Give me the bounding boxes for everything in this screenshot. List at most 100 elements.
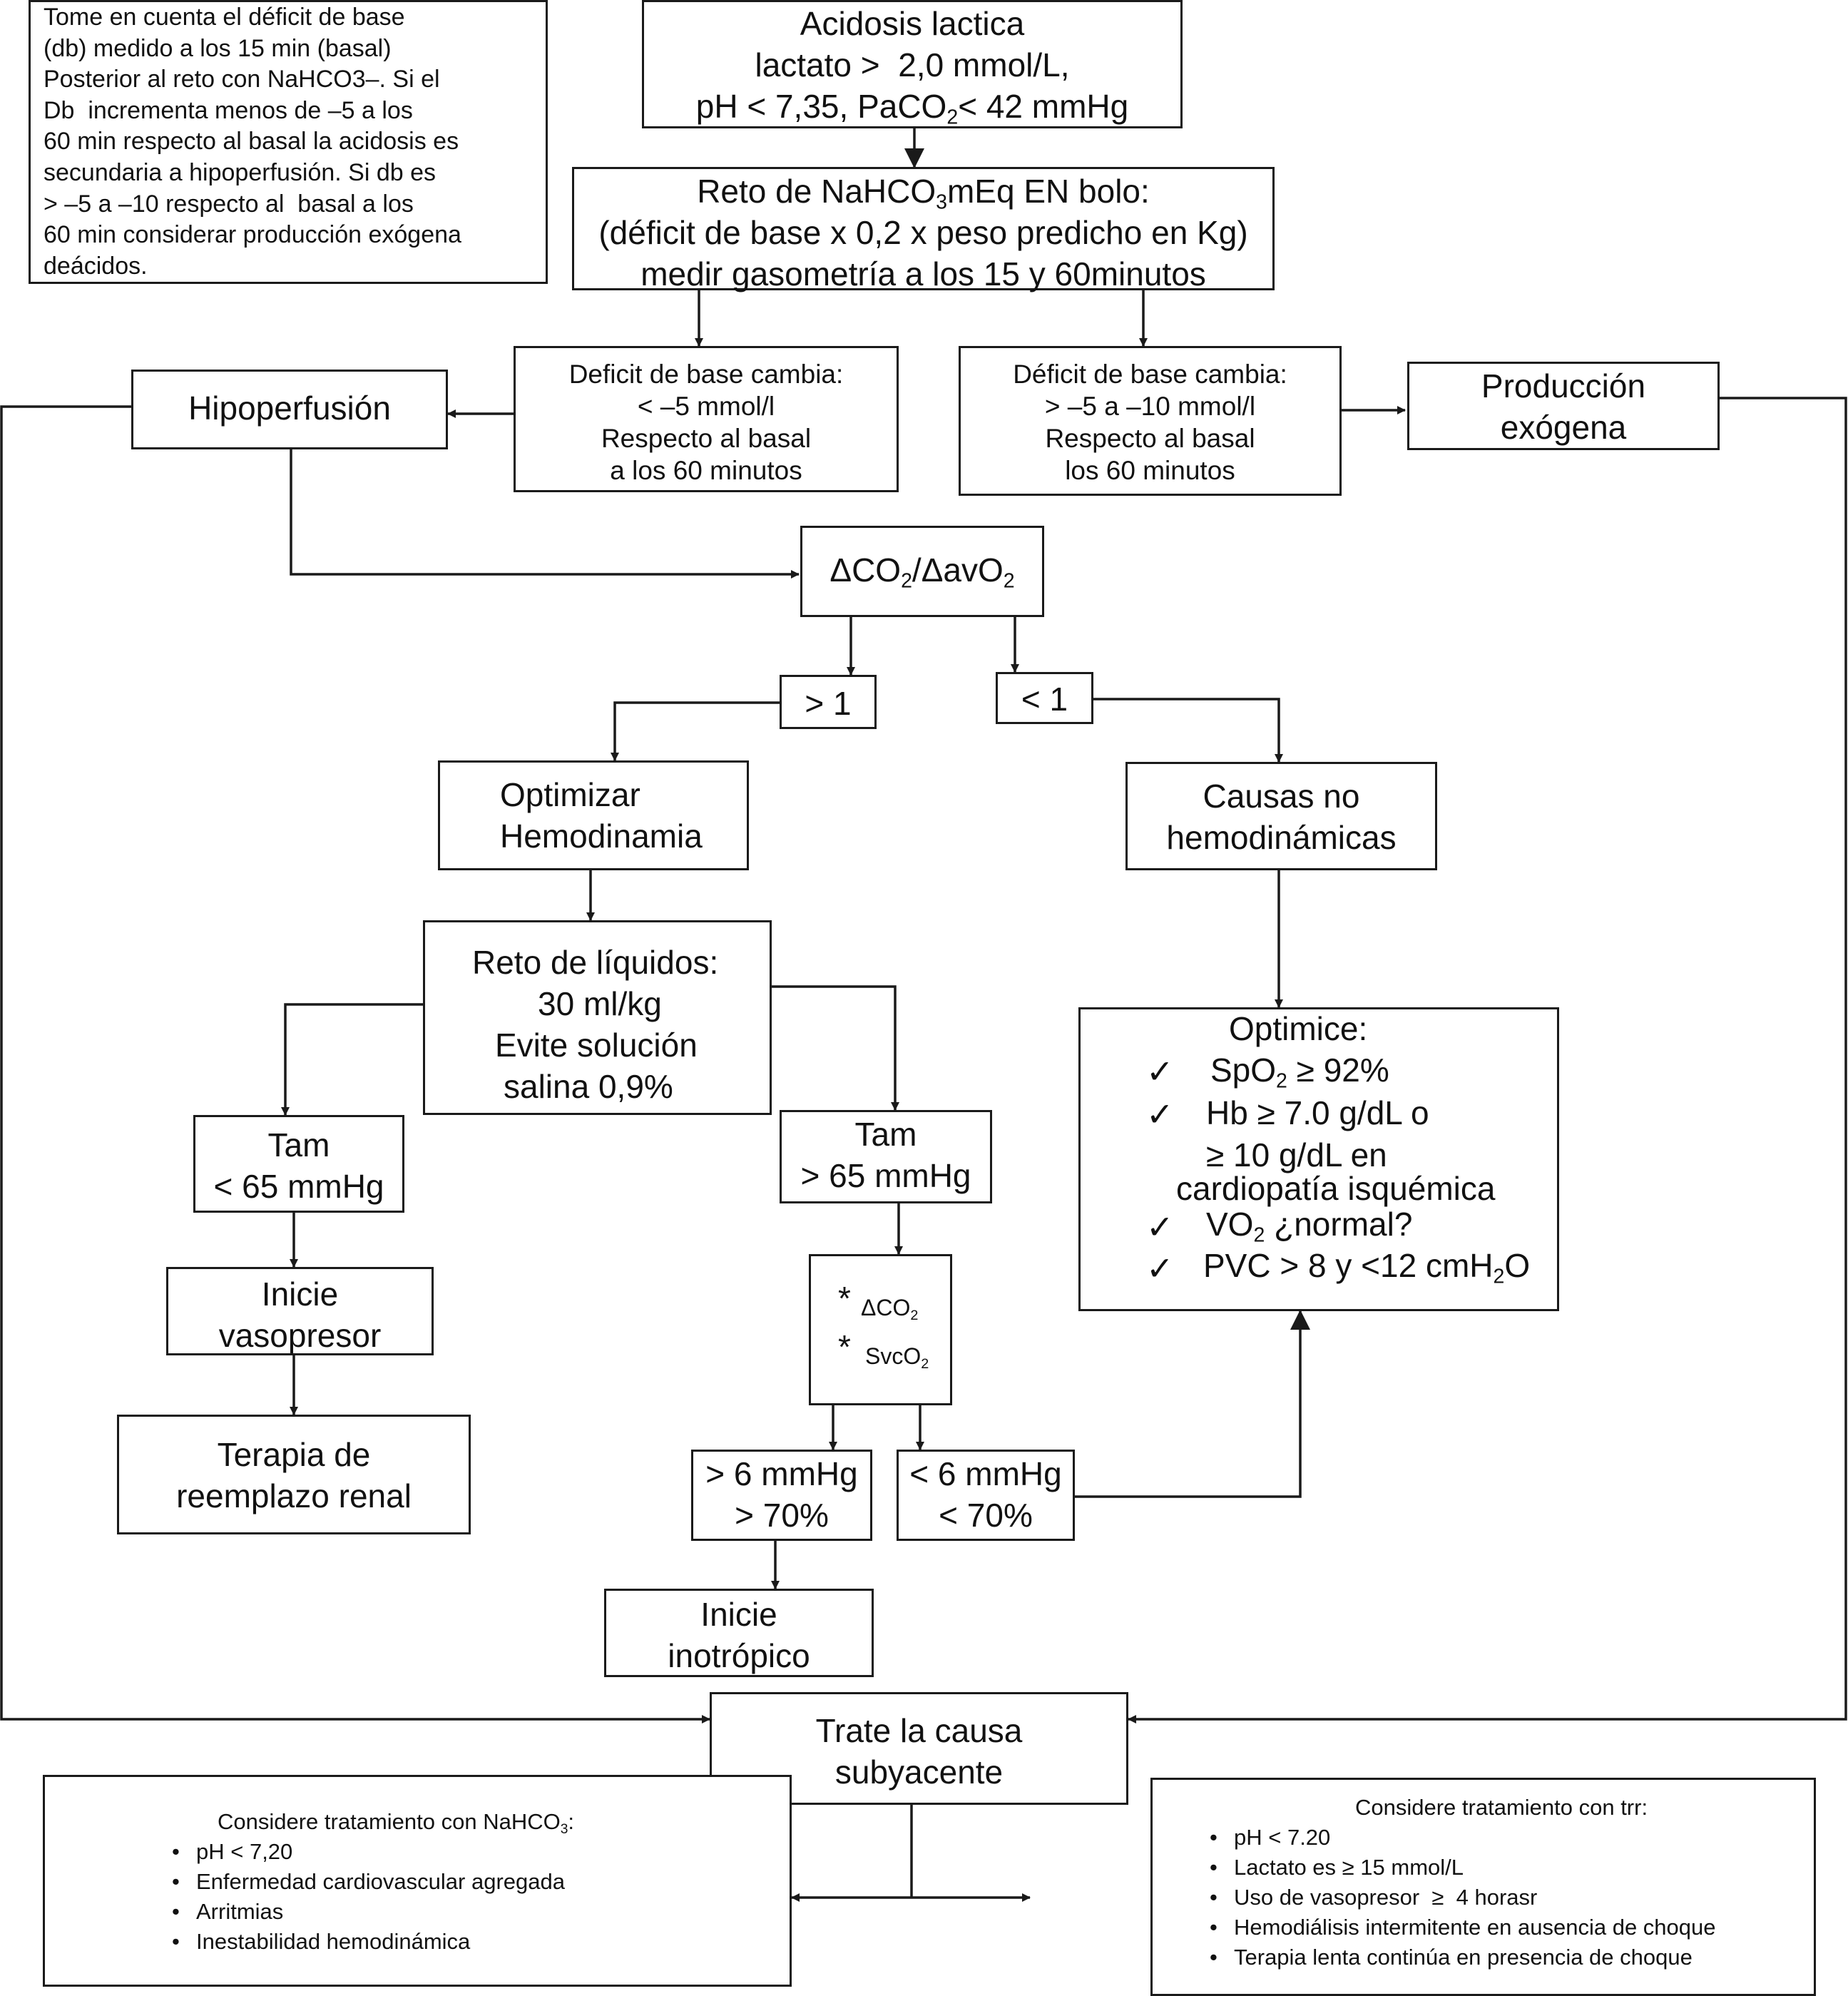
deficit-left-line: Deficit de base cambia: [568, 360, 844, 389]
liquidos-line: salina 0,9% [504, 1068, 673, 1105]
list-item: Lactato es ≥ 15 mmol/L [1210, 1853, 1814, 1883]
terapia-line2: reemplazo renal [176, 1477, 412, 1514]
list-item: Uso de vasopresor ≥ 4 horasr [1210, 1883, 1814, 1913]
tam-high-line2: > 65 mmHg [800, 1157, 971, 1194]
note-line: secundaria a hipoperfusión. Si db es [44, 158, 437, 186]
tam-high-line1: Tam [854, 1116, 917, 1153]
lt6-box: < 6 mmHg < 70% [897, 1450, 1075, 1541]
delta-ratio-label: ΔCO2/ΔavO2 [829, 551, 1015, 593]
nahco3-treatment-box: Considere tratamiento con NaHCO3: pH < 7… [43, 1775, 792, 1987]
acidosis-lactica-box: Acidosis lactica lactato > 2,0 mmol/L, p… [642, 0, 1183, 128]
causas-no-hemodinamicas-box: Causas no hemodinámicas [1125, 762, 1437, 870]
vasopresor-line1: Inicie [261, 1275, 339, 1313]
asterisk-icon: * [838, 1328, 851, 1365]
inotropico-box: Inicie inotrópico [604, 1589, 874, 1677]
hipoperfusion-label: Hipoperfusión [188, 389, 391, 427]
note-line: (db) medido a los 15 min (basal) [44, 34, 392, 62]
arrow-liquidos-to-tam-high [772, 985, 899, 1111]
optimice-box: Optimice: ✓ SpO2 ≥ 92% ✓ Hb ≥ 7.0 g/dL o… [1078, 1007, 1559, 1311]
vasopresor-box: Inicie vasopresor [166, 1267, 434, 1355]
list-item: Hemodiálisis intermitente en ausencia de… [1210, 1913, 1814, 1942]
gt1-box: > 1 [780, 675, 877, 729]
hipoperfusion-box: Hipoperfusión [131, 370, 448, 449]
reto-liquidos-box: Reto de líquidos: 30 ml/kg Evite solució… [423, 920, 772, 1115]
deficit-left-box: Deficit de base cambia: < –5 mmol/l Resp… [514, 346, 899, 492]
tam-low-line2: < 65 mmHg [213, 1168, 384, 1205]
liquidos-line: Evite solución [495, 1027, 698, 1064]
asterisk-icon: * [838, 1280, 851, 1317]
check-icon: ✓ [1146, 1096, 1174, 1133]
check-icon: ✓ [1146, 1208, 1174, 1246]
optimice-hb-line2: ≥ 10 g/dL en [1206, 1136, 1387, 1173]
tam-low-box: Tam < 65 mmHg [193, 1115, 404, 1213]
trate-line1: Trate la causa [815, 1712, 1023, 1749]
arrow-lt6-to-optimice [1075, 1310, 1310, 1498]
note-line: deácidos. [44, 252, 148, 280]
acidosis-ph-paco2: pH < 7,35, PaCO2< 42 mmHg [695, 88, 1129, 129]
list-item: Terapia lenta continúa en presencia de c… [1210, 1942, 1814, 1972]
delta-co2-label: ΔCO2 [861, 1295, 919, 1323]
trr-treatment-box: Considere tratamiento con trr: pH < 7.20… [1150, 1778, 1816, 1996]
arrow-lt1-to-causas [1093, 698, 1283, 763]
note-line: 60 min considerar producción exógena [44, 221, 461, 249]
reto-nahco3-formula: (déficit de base x 0,2 x peso predicho e… [598, 214, 1248, 251]
liquidos-line: 30 ml/kg [538, 985, 662, 1022]
trate-line2: subyacente [834, 1753, 1004, 1791]
terapia-reemplazo-renal-box: Terapia de reemplazo renal [117, 1415, 471, 1534]
deficit-right-box: Déficit de base cambia: > –5 a –10 mmol/… [959, 346, 1342, 496]
optimice-pvc: PVC > 8 y <12 cmH2O [1203, 1247, 1531, 1288]
lt1-box: < 1 [996, 672, 1093, 724]
check-icon: ✓ [1146, 1250, 1174, 1287]
optimice-vo2: VO2 ¿normal? [1206, 1206, 1413, 1247]
inotropico-line1: Inicie [700, 1596, 777, 1633]
acidosis-lactato: lactato > 2,0 mmol/L, [755, 46, 1070, 83]
tam-high-box: Tam > 65 mmHg [780, 1110, 992, 1203]
deficit-right-line: > –5 a –10 mmol/l [1044, 392, 1256, 421]
causas-line1: Causas no [1203, 778, 1360, 815]
optimice-spo2: SpO2 ≥ 92% [1210, 1052, 1389, 1093]
list-item: Inestabilidad hemodinámica [172, 1927, 790, 1957]
arrow-hipoperfusion-to-delta [290, 449, 800, 579]
arrow-gt1-to-optimizar [611, 701, 780, 761]
produccion-line2: exógena [1500, 409, 1627, 446]
nahco3-criteria-list: pH < 7,20 Enfermedad cardiovascular agre… [172, 1837, 790, 1957]
co2-svco2-box: * ΔCO2 * SvcO2 [809, 1254, 952, 1405]
lt1-label: < 1 [1021, 681, 1068, 718]
optimizar-hemodinamia-box: Optimizar Hemodinamia [438, 760, 749, 870]
note-line: Tome en cuenta el déficit de base [44, 4, 405, 31]
optimizar-line1: Optimizar [500, 776, 640, 813]
deficit-right-line: Respecto al basal [1045, 424, 1255, 453]
arrow-liquidos-to-tam-low [281, 1003, 423, 1116]
gt6-line1: > 6 mmHg [705, 1455, 858, 1492]
deficit-left-line: < –5 mmol/l [637, 392, 775, 421]
note-line: > –5 a –10 respecto al basal a los [44, 190, 414, 218]
list-item: pH < 7.20 [1210, 1823, 1814, 1853]
list-item: Arritmias [172, 1897, 790, 1927]
reto-nahco3-gasometria: medir gasometría a los 15 y 60minutos [640, 255, 1206, 292]
list-item: pH < 7,20 [172, 1837, 790, 1867]
reto-nahco3-box: Reto de NaHCO3mEq EN bolo: (déficit de b… [572, 167, 1275, 292]
tam-low-line1: Tam [267, 1126, 330, 1164]
lt6-line1: < 6 mmHg [909, 1455, 1062, 1492]
optimizar-line2: Hemodinamia [500, 818, 703, 855]
vasopresor-line2: vasopresor [218, 1317, 382, 1354]
liquidos-line: Reto de líquidos: [472, 944, 719, 981]
trr-criteria-list: pH < 7.20 Lactato es ≥ 15 mmol/L Uso de … [1210, 1823, 1814, 1972]
inotropico-line2: inotrópico [668, 1637, 810, 1674]
acidosis-title: Acidosis lactica [800, 5, 1025, 42]
terapia-line1: Terapia de [217, 1436, 371, 1473]
deficit-right-line: Déficit de base cambia: [1013, 360, 1287, 389]
svco2-label: SvcO2 [865, 1343, 929, 1372]
causas-line2: hemodinámicas [1166, 819, 1397, 856]
list-item: Enfermedad cardiovascular agregada [172, 1867, 790, 1897]
note-line: Posterior al reto con NaHCO3–. Si el [44, 66, 440, 93]
gt1-label: > 1 [805, 685, 852, 722]
nahco3-treatment-title: Considere tratamiento con NaHCO3: [218, 1809, 575, 1837]
trr-treatment-title: Considere tratamiento con trr: [1355, 1795, 1648, 1820]
lt6-line2: < 70% [939, 1497, 1033, 1534]
reto-nahco3-title: Reto de NaHCO3mEq EN bolo: [697, 173, 1150, 214]
deficit-right-line: los 60 minutos [1065, 456, 1235, 485]
produccion-exogena-box: Producción exógena [1407, 362, 1720, 450]
optimice-title: Optimice: [1229, 1010, 1368, 1047]
